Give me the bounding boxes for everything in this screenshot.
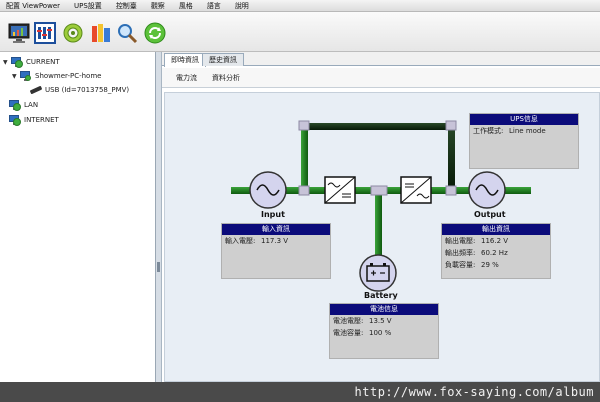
bypass-right-line [448,123,455,191]
tree-label-host: Showmer-PC-home [35,72,102,80]
tree-label-lan: LAN [24,101,39,109]
power-flow-diagram: Input Output Battery UPS信息 工作模式: Line mo… [164,92,600,382]
tab-realtime-info[interactable]: 即時資訊 [164,53,206,67]
input-voltage-label: 輸入電壓: [225,237,256,245]
expand-arrow-icon[interactable]: ▼ [12,72,17,80]
menu-ups-settings[interactable]: UPS設置 [74,1,102,10]
tree-label-internet: INTERNET [24,116,59,124]
search-icon[interactable] [116,22,138,44]
device-tree: ▼ CURRENT ▼ Showmer-PC-home USB (Id=7013… [0,52,156,382]
network-globe-icon [9,115,21,126]
battery-voltage-label: 電池電壓: [333,317,364,325]
main-panel: 即時資訊 歷史資訊 電力流 資料分析 [162,52,600,382]
output-caption: Output [474,210,506,219]
ups-mode-label: 工作模式: [473,127,504,135]
battery-line [375,191,382,257]
output-info-panel: 輸出資訊 輸出電壓: 116.2 V 輸出頻率: 60.2 Hz 負載容量: 2… [441,223,551,279]
input-caption: Input [261,210,285,219]
tree-label-usb: USB (Id=7013758_PMV) [45,86,130,94]
ups-info-title: UPS信息 [470,114,578,125]
sub-tabs: 電力流 資料分析 [162,68,600,88]
menu-help[interactable]: 說明 [234,1,249,10]
ups-info-panel: UPS信息 工作模式: Line mode [469,113,579,169]
input-info-title: 輸入資訊 [222,224,330,235]
output-info-title: 輸出資訊 [442,224,550,235]
toolbar [0,12,600,52]
network-globe-icon [9,100,21,111]
battery-capacity-label: 電池容量: [333,329,364,337]
battery-capacity-value: 100 % [369,329,392,337]
output-row: 輸出電壓: 116.2 V [442,235,550,247]
battery-info-title: 電池信息 [330,304,438,315]
tree-label-current: CURRENT [26,58,60,66]
expand-arrow-icon[interactable]: ▼ [3,58,8,66]
connector [370,185,388,196]
output-voltage-value: 116.2 V [481,237,509,245]
menu-view[interactable]: 觀察 [150,1,165,10]
bypass-top-line [305,123,455,130]
tree-node-usb[interactable]: USB (Id=7013758_PMV) [29,84,130,96]
output-row: 輸出頻率: 60.2 Hz [442,247,550,259]
input-info-panel: 輸入資訊 輸入電壓: 117.3 V [221,223,331,279]
input-voltage-row: 輸入電壓: 117.3 V [222,235,330,247]
settings-panel-icon[interactable] [34,22,56,44]
usb-plug-icon [29,85,43,95]
menu-config[interactable]: 配置 ViewPower [6,1,61,10]
battery-row: 電池容量: 100 % [330,327,438,339]
battery-caption: Battery [364,291,398,300]
input-ac-icon [249,171,287,209]
output-voltage-label: 輸出電壓: [445,237,476,245]
menu-style[interactable]: 風格 [178,1,193,10]
output-ac-icon [468,171,506,209]
battery-info-panel: 電池信息 電池電壓: 13.5 V 電池容量: 100 % [329,303,439,359]
menu-console[interactable]: 控制臺 [115,1,137,10]
connector [445,185,457,196]
output-frequency-value: 60.2 Hz [481,249,508,257]
panel-splitter[interactable] [156,52,162,382]
network-globe-icon [11,57,23,68]
battery-voltage-value: 13.5 V [369,317,392,325]
input-voltage-value: 117.3 V [261,237,289,245]
menu-language[interactable]: 語言 [206,1,221,10]
refresh-icon[interactable] [144,22,166,44]
battery-icon [359,254,397,292]
load-capacity-label: 負載容量: [445,261,476,269]
ups-mode-value: Line mode [509,127,546,135]
gear-icon[interactable] [62,22,84,44]
tree-node-lan[interactable]: LAN [9,99,38,111]
watermark-url: http://www.fox-saying.com/album [0,382,600,402]
connector [298,120,310,131]
power-flow-lines [231,120,531,292]
ups-mode-row: 工作模式: Line mode [470,125,578,137]
tree-node-current[interactable]: ▼ CURRENT [3,56,60,68]
main-tabs: 即時資訊 歷史資訊 [162,52,600,67]
battery-row: 電池電壓: 13.5 V [330,315,438,327]
tab-data-analysis[interactable]: 資料分析 [212,74,240,82]
inverter-icon [400,176,432,204]
tree-node-internet[interactable]: INTERNET [9,114,59,126]
tree-node-host[interactable]: ▼ Showmer-PC-home [12,70,101,82]
output-row: 負載容量: 29 % [442,259,550,271]
output-frequency-label: 輸出頻率: [445,249,476,257]
battery-control-icon[interactable] [90,22,112,44]
load-capacity-value: 29 % [481,261,499,269]
tab-power-flow[interactable]: 電力流 [176,74,197,82]
monitor-chart-icon[interactable] [8,22,30,44]
tab-history-info[interactable]: 歷史資訊 [202,53,244,66]
rectifier-icon [324,176,356,204]
bypass-left-line [301,123,308,191]
connector [445,120,457,131]
menu-bar: 配置 ViewPower UPS設置 控制臺 觀察 風格 語言 說明 [0,0,600,12]
computer-icon [20,71,32,81]
connector [298,185,310,196]
